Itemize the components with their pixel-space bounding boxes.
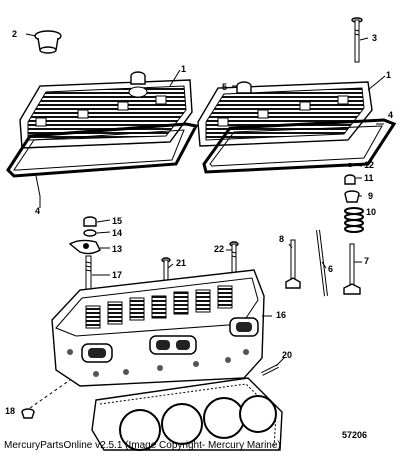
image-caption: MercuryPartsOnline v2.5.1 (Image Copyrig… xyxy=(4,440,281,451)
head-bolt-20 xyxy=(261,364,279,376)
callout-14: 14 xyxy=(112,228,122,238)
callout-4-left: 4 xyxy=(35,206,40,216)
grommet-right xyxy=(236,81,252,94)
callout-5: 5 xyxy=(222,82,227,92)
callout-1-right: 1 xyxy=(386,70,391,80)
callout-2: 2 xyxy=(12,29,17,39)
callout-9: 9 xyxy=(368,191,373,201)
callout-3: 3 xyxy=(372,33,377,43)
valve-cover-gasket-left xyxy=(6,122,199,178)
callout-1-left: 1 xyxy=(181,64,186,74)
pivot-ball-11 xyxy=(344,174,356,185)
oil-filler-cap xyxy=(25,30,62,54)
head-ports xyxy=(81,317,259,363)
intake-valve-8 xyxy=(285,239,301,289)
callout-10: 10 xyxy=(366,207,376,217)
callout-21: 21 xyxy=(176,258,186,268)
grommet-left xyxy=(130,71,146,85)
rocker-nut-12 xyxy=(347,163,353,167)
callout-22: 22 xyxy=(214,244,224,254)
push-rod-6 xyxy=(316,229,328,297)
callout-18: 18 xyxy=(5,406,15,416)
callout-8: 8 xyxy=(279,234,284,244)
head-gasket xyxy=(91,377,283,451)
callout-20: 20 xyxy=(282,350,292,360)
callout-labels: 2 1 3 1 5 4 12 11 9 4 10 15 14 8 22 13 7… xyxy=(5,29,393,416)
callout-15: 15 xyxy=(112,216,122,226)
head-bolt-holes xyxy=(67,349,249,377)
callout-17: 17 xyxy=(112,270,122,280)
rocker-arm-13 xyxy=(68,239,101,255)
callout-4-right: 4 xyxy=(388,110,393,120)
figure-number: 57206 xyxy=(342,430,368,440)
pivot-ball-14 xyxy=(83,229,97,237)
callout-16: 16 xyxy=(276,310,286,320)
callout-leaders xyxy=(35,37,386,367)
cylinder-head-16 xyxy=(51,269,265,387)
callout-7: 7 xyxy=(364,256,369,266)
callout-12: 12 xyxy=(364,160,374,170)
head-valve-springs xyxy=(85,285,233,329)
callout-13: 13 xyxy=(112,244,122,254)
spring-retainer-9 xyxy=(344,190,360,203)
plug-18 xyxy=(21,379,71,419)
callout-6: 6 xyxy=(328,264,333,274)
valve-spring-10 xyxy=(344,207,364,233)
rocker-nut-15 xyxy=(83,216,97,227)
head-bolt-22 xyxy=(229,241,239,277)
valve-cover-screw xyxy=(351,17,363,63)
callout-11: 11 xyxy=(364,173,374,183)
valve-cover-gasket-right xyxy=(202,118,397,174)
valve-cover-left xyxy=(19,79,193,149)
exhaust-valve-7 xyxy=(343,243,361,295)
